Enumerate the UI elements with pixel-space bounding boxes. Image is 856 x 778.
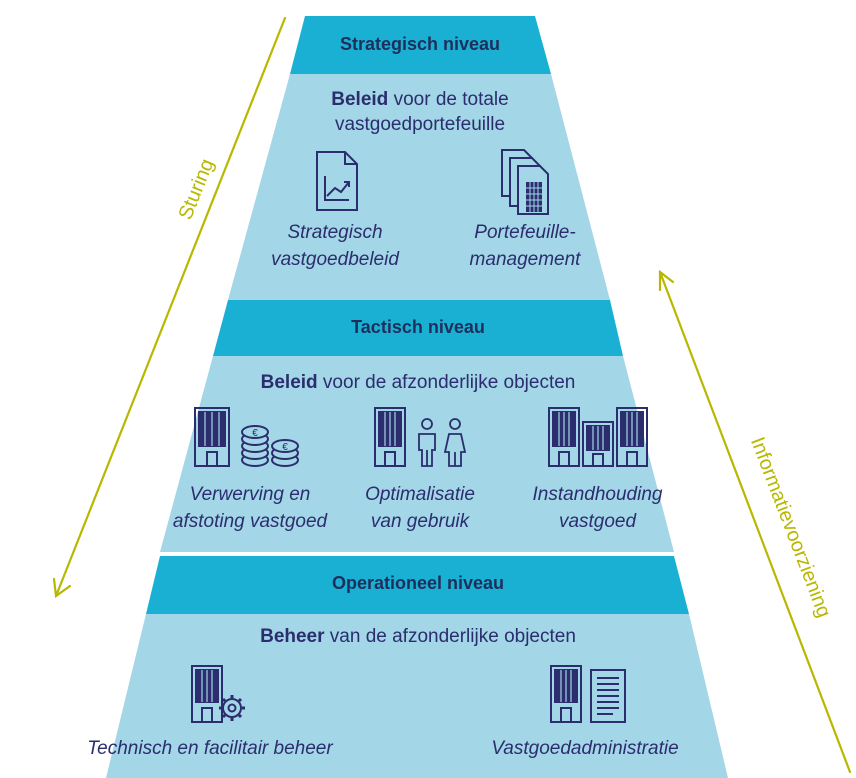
tactical-item-verwerving: Verwerving en afstoting vastgoed — [160, 482, 340, 535]
building-people-icon — [374, 407, 467, 467]
tactical-body — [160, 356, 674, 552]
building-gear-icon — [191, 665, 245, 723]
informatievoorziening-arrow — [658, 269, 852, 774]
operational-title-band — [146, 556, 689, 614]
tactical-level-title: Tactisch niveau — [351, 317, 485, 337]
strategic-heading-line2: vastgoedportefeuille — [334, 114, 506, 136]
operational-heading-bold: Beheer — [260, 626, 325, 647]
strategic-heading-rest: voor de totale — [388, 89, 509, 110]
strategic-item-vastgoedbeleid: Strategisch vastgoedbeleid — [250, 220, 420, 273]
tactical-heading-bold: Beleid — [260, 372, 318, 393]
strategic-heading: Beleid voor de totale vastgoedportefeuil… — [270, 87, 570, 137]
building-coins-icon: € € — [194, 407, 299, 467]
sturing-arrow — [52, 16, 287, 598]
strategic-heading-bold: Beleid — [331, 89, 389, 110]
item-line2: vastgoedbeleid — [271, 248, 399, 270]
tactical-item-optimalisatie: Optimalisatie van gebruik — [350, 482, 490, 535]
item-line1: Optimalisatie — [365, 484, 475, 505]
tactical-heading: Beleid voor de afzonderlijke objecten — [218, 370, 618, 395]
portfolio-documents-icon — [501, 149, 549, 215]
tactical-item-instandhouding: Instandhouding vastgoed — [515, 482, 680, 535]
operational-level-title: Operationeel niveau — [331, 573, 505, 593]
item-line2: vastgoed — [558, 510, 637, 532]
item-line1: Verwerving en — [189, 484, 311, 505]
strategic-title-band — [290, 16, 551, 74]
operational-heading: Beheer van de afzonderlijke objecten — [218, 624, 618, 649]
svg-text:€: € — [252, 428, 258, 439]
strategic-level-title: Strategisch niveau — [339, 34, 501, 54]
tactical-heading-rest: voor de afzonderlijke objecten — [317, 372, 576, 393]
item-line1: Instandhouding — [532, 484, 663, 505]
operational-item-technisch-beheer: Technisch en facilitair beheer — [87, 738, 333, 759]
item-line2: management — [469, 248, 581, 270]
strategy-document-icon — [316, 151, 358, 211]
item-line1: Strategisch — [287, 222, 383, 243]
strategic-item-portefeuillemanagement: Portefeuille- management — [440, 220, 610, 273]
strategic-body — [228, 74, 610, 300]
tactical-title-band — [213, 300, 623, 356]
svg-text:€: € — [282, 442, 288, 453]
item-line2: van gebruik — [370, 510, 470, 532]
operational-item-vastgoedadministratie: Vastgoedadministratie — [491, 738, 679, 759]
operational-heading-rest: van de afzonderlijke objecten — [324, 626, 576, 647]
item-line2: afstoting vastgoed — [172, 510, 328, 532]
building-document-icon — [550, 665, 626, 723]
item-line1: Portefeuille- — [474, 222, 576, 243]
operational-body — [106, 614, 728, 778]
buildings-icon — [548, 407, 648, 467]
